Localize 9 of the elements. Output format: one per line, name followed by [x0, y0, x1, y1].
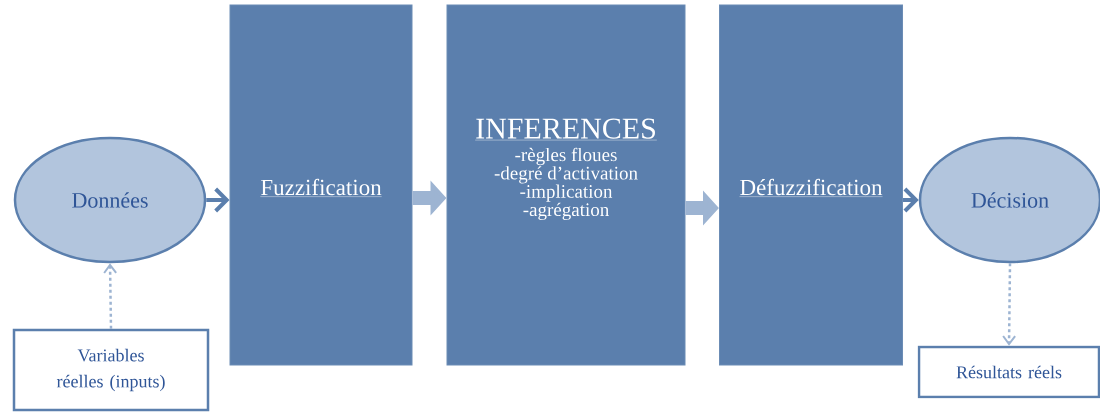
- process-box: Défuzzification: [719, 4, 903, 366]
- process-box: Fuzzification: [229, 4, 413, 366]
- arrow: [103, 263, 118, 329]
- text-box: Résultats réels: [917, 345, 1100, 399]
- ellipse-node: Décision: [918, 136, 1100, 264]
- arrow: [1002, 263, 1017, 346]
- process-box: INFERENCES -règles floues -degré d’activation -implication -agrégation: [446, 4, 686, 366]
- text-box: Variables réelles (inputs): [12, 328, 210, 412]
- ellipse-node: Données: [13, 136, 207, 264]
